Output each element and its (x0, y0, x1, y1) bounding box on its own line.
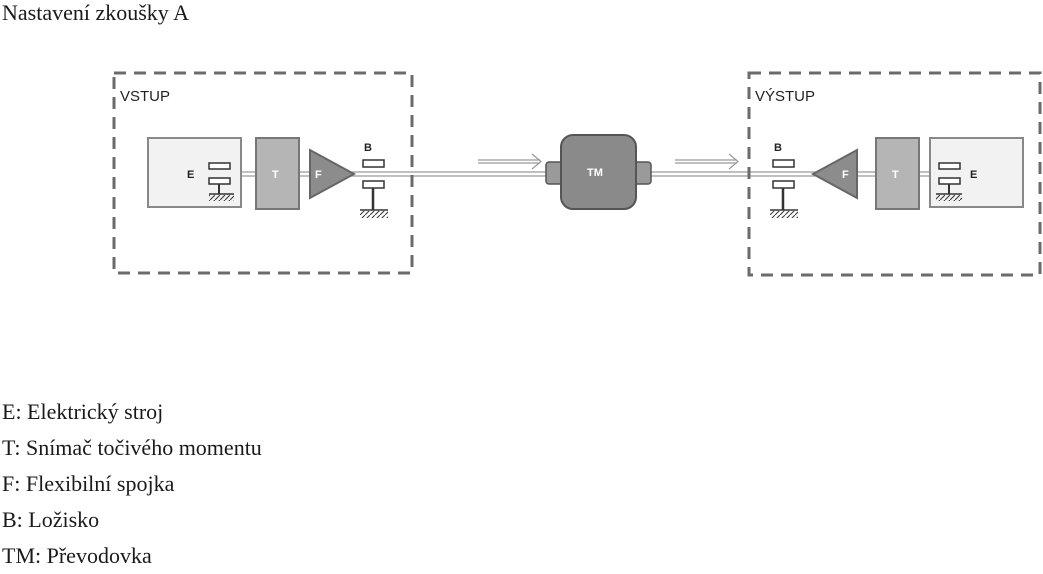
output-machine-label: E (970, 169, 977, 181)
output-section: VÝSTUP B F T E (747, 71, 1042, 277)
input-bearing (360, 159, 388, 218)
gearbox: TM (545, 134, 652, 210)
diagram-title: Nastavení zkoušky A (2, 0, 189, 25)
input-torque-sensor (255, 137, 300, 210)
flow-arrow-left (478, 153, 542, 170)
input-machine-label: E (187, 169, 194, 181)
legend: E: Elektrický stroj T: Snímač točivého m… (2, 394, 262, 574)
output-torque-sensor (875, 137, 920, 210)
output-torque-label: T (892, 169, 899, 181)
legend-item-tm: TM: Převodovka (2, 543, 152, 568)
flow-arrow-right (675, 153, 739, 170)
input-coupling-label: F (315, 169, 322, 181)
output-label: VÝSTUP (755, 88, 815, 105)
output-machine-bearing (936, 162, 962, 201)
legend-item-f: F: Flexibilní spojka (2, 471, 175, 496)
input-label: VSTUP (120, 88, 170, 105)
test-setup-diagram: VSTUP E T F B TM (112, 71, 1042, 277)
input-dashed-border (112, 71, 414, 275)
output-bearing-label: B (774, 142, 782, 154)
input-flexible-coupling (309, 148, 357, 200)
gearbox-label: TM (587, 167, 603, 179)
input-torque-label: T (272, 169, 279, 181)
output-flexible-coupling (810, 148, 858, 200)
output-bearing (770, 159, 798, 218)
legend-item-e: E: Elektrický stroj (2, 399, 164, 424)
legend-item-t: T: Snímač točivého momentu (2, 435, 262, 460)
output-dashed-border (747, 71, 1042, 277)
legend-item-b: B: Ložisko (2, 507, 100, 532)
input-machine-bearing (208, 162, 234, 201)
output-coupling-label: F (842, 169, 849, 181)
input-bearing-label: B (364, 142, 372, 154)
input-section: VSTUP E T F B (112, 71, 414, 275)
